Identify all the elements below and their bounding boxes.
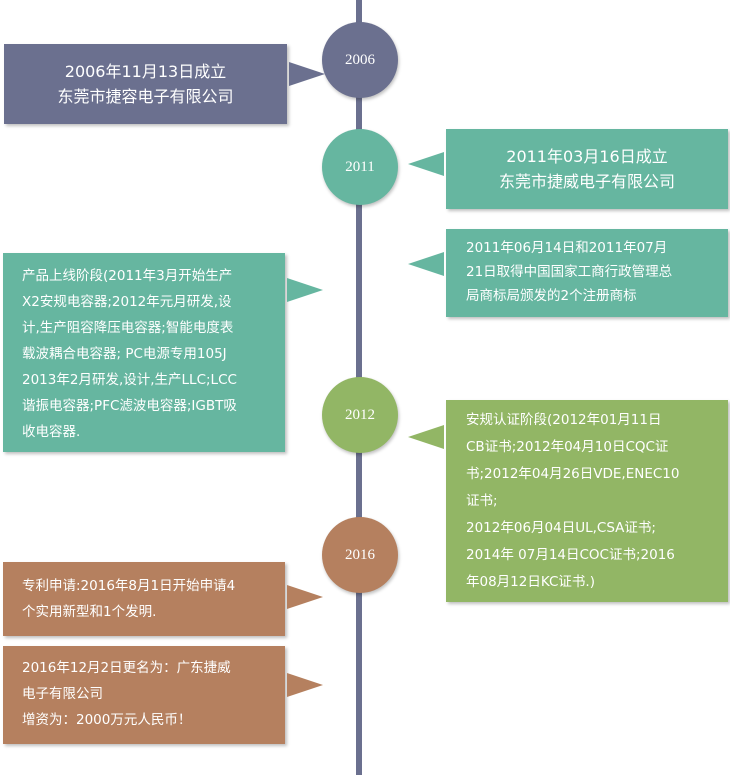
event-text-line: 书;2012年04月26日VDE,ENEC10 [466, 466, 680, 482]
arrow-right [287, 278, 323, 302]
event-text-line: 增资为：2000万元人民币！ [22, 712, 192, 728]
arrow-right [287, 585, 323, 609]
year-label: 2006 [345, 51, 375, 68]
arrow-right [289, 62, 325, 86]
year-label: 2016 [345, 546, 375, 563]
arrow-left [408, 252, 444, 276]
event-text-line: 东莞市捷威电子有限公司 [498, 172, 675, 191]
event-text-line: 2013年2月研发,设计,生产LLC;LCC [22, 372, 237, 388]
event-text-line: X2安规电容器;2012年元月研发,设 [22, 294, 232, 310]
event-text-line: 2014年 07月14日COC证书;2016 [466, 547, 675, 563]
arrow-right [287, 673, 323, 697]
event-box-rename: 2016年12月2日更名为：广东捷威 电子有限公司 增资为：2000万元人民币！ [3, 646, 285, 744]
event-text-line: 2011年03月16日成立 [506, 147, 668, 166]
arrow-left [408, 425, 444, 449]
event-text-line: 计,生产阻容降压电容器;智能电度表 [22, 320, 234, 336]
event-box-certification: 安规认证阶段(2012年01月11日 CB证书;2012年04月10日CQC证 … [446, 400, 728, 602]
event-text-line: 产品上线阶段(2011年3月开始生产 [22, 268, 233, 284]
event-text-line: 电子有限公司 [22, 686, 103, 702]
year-node-2006: 2006 [322, 22, 398, 98]
event-box-trademarks: 2011年06月14日和2011年07月 21日取得中国国家工商行政管理总 局商… [446, 229, 728, 317]
event-text-line: 局商标局颁发的2个注册商标 [466, 288, 637, 304]
event-text-line: 2012年06月04日UL,CSA证书; [466, 520, 656, 536]
event-text-line: 专利申请:2016年8月1日开始申请4 [22, 578, 236, 594]
event-text-line: 收电容器. [22, 424, 81, 440]
event-text-line: 谐振电容器;PFC滤波电容器;IGBT吸 [22, 398, 237, 414]
event-text-line: 21日取得中国国家工商行政管理总 [466, 264, 673, 280]
event-text-line: 2011年06月14日和2011年07月 [466, 240, 668, 256]
event-box-patents: 专利申请:2016年8月1日开始申请4 个实用新型和1个发明. [3, 562, 285, 636]
year-label: 2011 [345, 158, 375, 175]
event-text-line: CB证书;2012年04月10日CQC证 [466, 439, 669, 455]
event-text-line: 2016年12月2日更名为：广东捷威 [22, 660, 231, 676]
event-text-line: 证书; [466, 493, 498, 509]
event-text-line: 个实用新型和1个发明. [22, 604, 157, 620]
year-node-2016: 2016 [322, 517, 398, 593]
event-text-line: 2006年11月13日成立 [64, 62, 227, 81]
event-box-2011-founding: 2011年03月16日成立 东莞市捷威电子有限公司 [446, 129, 728, 209]
event-box-product-launch: 产品上线阶段(2011年3月开始生产 X2安规电容器;2012年元月研发,设 计… [3, 253, 285, 452]
arrow-left [408, 152, 444, 176]
year-label: 2012 [345, 406, 375, 423]
event-text-line: 东莞市捷容电子有限公司 [57, 87, 234, 106]
event-text-line: 年08月12日KC证书.) [466, 574, 595, 590]
event-text-line: 安规认证阶段(2012年01月11日 [466, 412, 662, 428]
event-text-line: 载波耦合电容器; PC电源专用105J [22, 346, 227, 362]
year-node-2011: 2011 [322, 129, 398, 205]
event-box-2006-founding: 2006年11月13日成立 东莞市捷容电子有限公司 [4, 44, 287, 124]
year-node-2012: 2012 [322, 377, 398, 453]
